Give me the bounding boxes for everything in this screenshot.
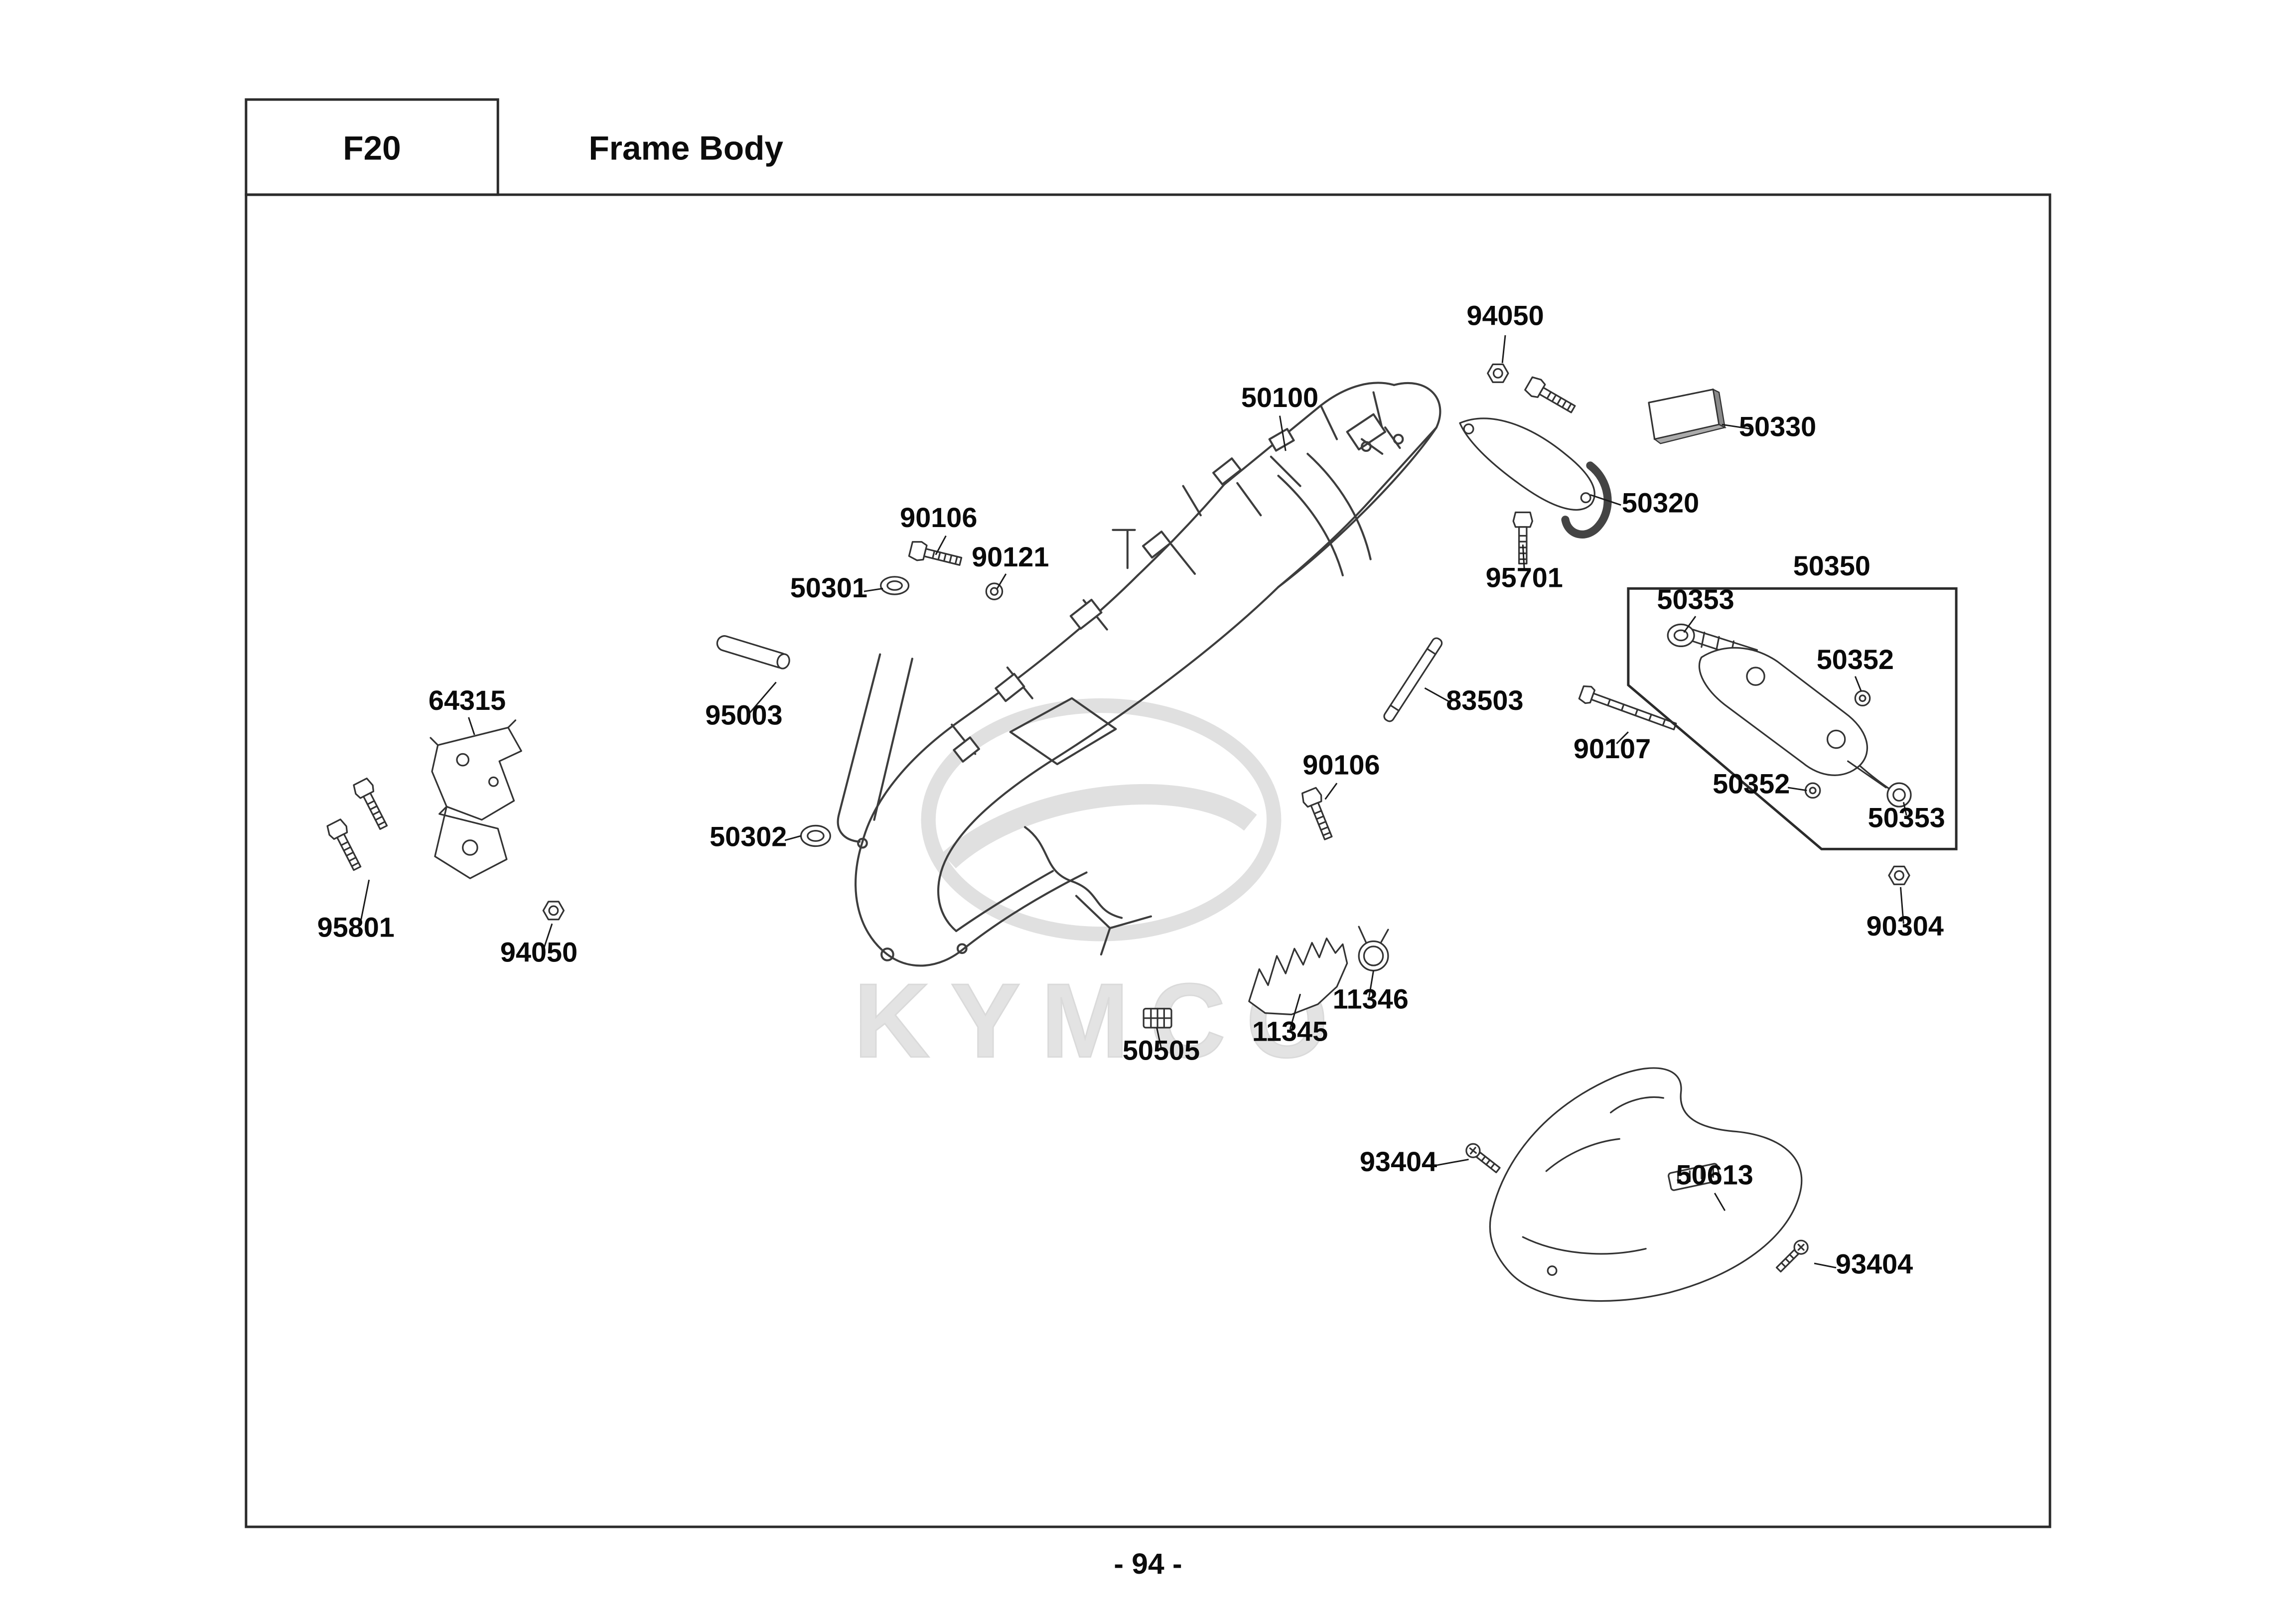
page-title: Frame Body [588, 130, 783, 167]
part-label-93404-upper: 93404 [1360, 1146, 1437, 1177]
part-label-90121: 90121 [972, 541, 1049, 572]
bolt-90106-mid [1299, 786, 1338, 842]
clamp-11346 [1358, 926, 1389, 971]
part-label-50302: 50302 [710, 821, 787, 852]
bolt-top [1523, 374, 1579, 418]
ring-50301 [880, 576, 910, 595]
screw-93404-upper [1462, 1140, 1503, 1177]
rod-83503 [1383, 637, 1443, 722]
part-label-50353-lower: 50353 [1868, 802, 1945, 833]
nut-94050-left [542, 901, 565, 921]
page-border [245, 98, 2051, 1528]
part-label-90106-mid: 90106 [1302, 749, 1380, 781]
clip-50505 [1143, 1008, 1172, 1029]
part-label-50301: 50301 [790, 572, 867, 603]
parts-group [324, 363, 1958, 1302]
pad-50330 [1648, 388, 1727, 444]
part-labels: 94050 50330 50100 50320 95701 90106 9012… [317, 299, 1945, 1279]
part-label-83503: 83503 [1446, 684, 1523, 716]
leader-lines [359, 335, 1907, 1269]
content-border [245, 193, 2051, 1528]
bolt-90106-upper [907, 539, 964, 572]
part-label-50100: 50100 [1241, 382, 1318, 413]
pin-95003 [716, 635, 790, 670]
grommet-50302 [800, 824, 831, 847]
bracket-64315 [430, 719, 522, 879]
part-label-95003: 95003 [705, 699, 782, 731]
part-label-50353-upper: 50353 [1657, 583, 1734, 615]
frame-body-drawing [837, 382, 1441, 967]
part-label-95801: 95801 [317, 912, 395, 943]
part-label-50352-lower: 50352 [1713, 768, 1790, 800]
bolt-90107 [1578, 685, 1677, 731]
linkage-50350-box [1627, 587, 1958, 850]
part-label-50613: 50613 [1676, 1159, 1753, 1190]
boot-11345 [1248, 938, 1348, 1016]
bolt-95801-b [324, 817, 367, 874]
part-label-95701: 95701 [1486, 561, 1563, 593]
kymco-watermark-text: KYMCO [854, 961, 1348, 1080]
part-label-50505: 50505 [1123, 1035, 1200, 1066]
part-label-94050-left: 94050 [500, 937, 577, 968]
linkage-50350-assembly [1627, 587, 1958, 850]
kymco-emblem-icon [921, 698, 1282, 942]
part-label-93404-lower: 93404 [1836, 1248, 1913, 1280]
bolt-95801-a [351, 776, 393, 833]
nut-94050-top [1487, 363, 1509, 383]
part-label-11345: 11345 [1252, 1015, 1328, 1047]
nut-90304 [1888, 865, 1910, 885]
part-label-94050-top: 94050 [1466, 299, 1544, 331]
part-label-11346: 11346 [1333, 983, 1409, 1015]
page-number: - 94 - [1114, 1548, 1182, 1580]
part-label-64315: 64315 [429, 684, 506, 716]
kymco-watermark: KYMCO [853, 698, 1348, 1080]
bracket-50320 [1459, 417, 1612, 539]
kymco-emblem-swoosh [942, 784, 1257, 869]
part-label-50320: 50320 [1622, 487, 1699, 519]
part-label-50350: 50350 [1793, 550, 1870, 581]
part-label-90106-upper: 90106 [900, 502, 977, 533]
part-label-90107: 90107 [1574, 733, 1651, 764]
section-code-box [245, 98, 499, 196]
under-cover-50613 [1489, 1067, 1803, 1302]
part-label-50330: 50330 [1739, 411, 1816, 442]
part-label-90304: 90304 [1866, 910, 1944, 942]
screw-93404-lower [1773, 1236, 1812, 1275]
part-label-50352-upper: 50352 [1817, 644, 1894, 675]
washer-90121 [985, 582, 1004, 600]
section-code: F20 [343, 130, 401, 167]
